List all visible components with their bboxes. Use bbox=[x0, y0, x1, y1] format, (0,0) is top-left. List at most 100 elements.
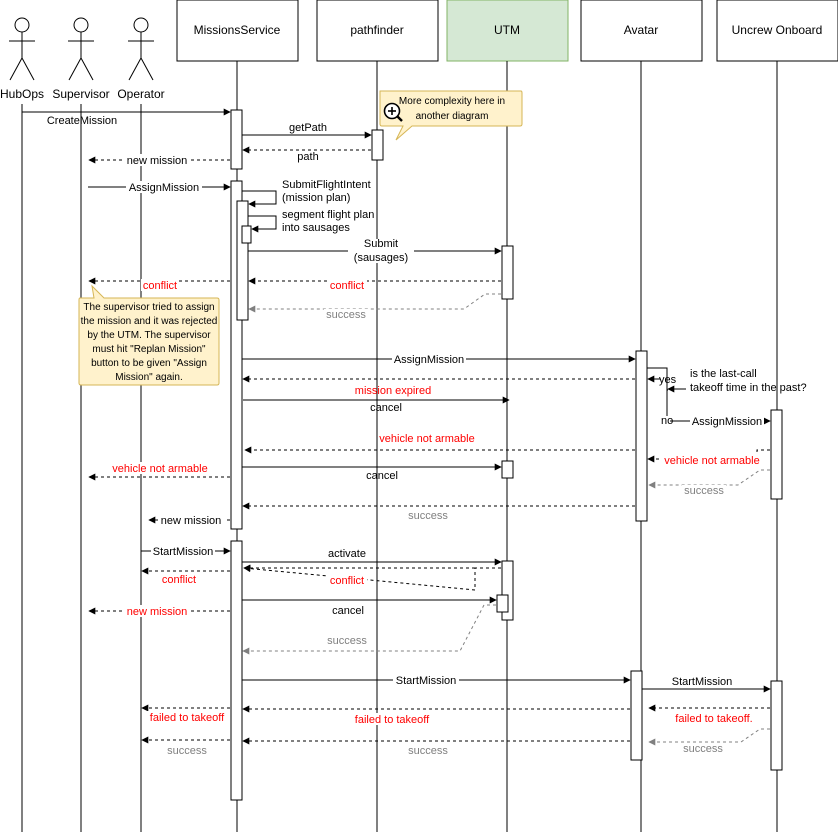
success-label-7: success bbox=[167, 745, 207, 757]
activation-utm-cancel bbox=[501, 460, 514, 479]
msg-new-mission-1: new mission bbox=[88, 154, 230, 167]
msg-success-utm: success bbox=[248, 293, 501, 321]
actor-supervisor: Supervisor bbox=[52, 17, 110, 101]
missions-service-label: MissionsService bbox=[194, 23, 281, 37]
msg-cancel-utm: cancel bbox=[242, 463, 502, 482]
actor-supervisor-label: Supervisor bbox=[52, 87, 109, 101]
msg-submit-flight-intent: SubmitFlightIntent (mission plan) bbox=[242, 179, 371, 208]
utm-label: UTM bbox=[494, 23, 520, 37]
participant-missions-service: MissionsService bbox=[176, 0, 299, 62]
msg-success-operator: success bbox=[141, 736, 230, 757]
actor-hubops: HubOps bbox=[0, 17, 44, 101]
yes-label: yes bbox=[659, 374, 677, 386]
activation-utm-submit bbox=[501, 245, 514, 300]
new-mission-label-1: new mission bbox=[127, 155, 188, 167]
submit-flight-intent-line-1: SubmitFlightIntent bbox=[282, 179, 371, 191]
msg-success-avatar-2: success bbox=[242, 737, 630, 757]
cancel-label-3: cancel bbox=[332, 605, 364, 617]
activation-missions-create bbox=[230, 109, 243, 170]
failed-to-takeoff-label-3: failed to takeoff bbox=[150, 712, 225, 724]
note-supervisor-line-2: the mission and it was rejected bbox=[81, 316, 218, 327]
last-call-line-2: takeoff time in the past? bbox=[690, 382, 807, 394]
vehicle-not-armable-label-2: vehicle not armable bbox=[664, 455, 759, 467]
assign-mission-label-3: AssignMission bbox=[692, 416, 762, 428]
actor-operator-label: Operator bbox=[117, 87, 164, 101]
cancel-label-2: cancel bbox=[366, 470, 398, 482]
start-mission-label-2: StartMission bbox=[396, 675, 457, 687]
cancel-label-1: cancel bbox=[370, 402, 402, 414]
conflict-label-1: conflict bbox=[330, 280, 364, 292]
msg-path: path bbox=[242, 146, 371, 163]
msg-start-mission-onboard: StartMission bbox=[642, 676, 771, 693]
success-label-1: success bbox=[326, 309, 366, 321]
assign-mission-label-2: AssignMission bbox=[394, 354, 464, 366]
note-supervisor-line-3: by the UTM. The supervisor bbox=[87, 330, 211, 341]
msg-new-mission-supervisor: new mission bbox=[88, 605, 230, 618]
msg-conflict-utm: conflict bbox=[248, 277, 501, 292]
msg-vehicle-not-armable-supervisor: vehicle not armable bbox=[88, 462, 230, 481]
msg-mission-expired: mission expired cancel bbox=[243, 385, 510, 414]
note-complexity: More complexity here in another diagram bbox=[379, 90, 523, 141]
msg-start-mission-avatar: StartMission bbox=[242, 674, 631, 687]
avatar-label: Avatar bbox=[624, 23, 658, 37]
conflict-label-4: conflict bbox=[162, 574, 196, 586]
participant-avatar: Avatar bbox=[580, 0, 703, 62]
submit-line-2: (sausages) bbox=[354, 252, 408, 264]
note-supervisor: The supervisor tried to assign the missi… bbox=[78, 284, 220, 386]
segment-flight-plan-line-2: into sausages bbox=[282, 222, 350, 234]
actor-operator: Operator bbox=[117, 17, 165, 101]
activation-pathfinder bbox=[371, 129, 384, 161]
msg-start-mission-operator: StartMission bbox=[141, 545, 231, 558]
path-label: path bbox=[297, 151, 318, 163]
last-call-line-1: is the last-call bbox=[690, 368, 757, 380]
zoom-in-icon[interactable] bbox=[383, 102, 403, 122]
participant-utm: UTM bbox=[446, 0, 569, 62]
activation-utm-cancel-2 bbox=[496, 594, 509, 613]
msg-success-onboard-2: success bbox=[648, 728, 770, 755]
success-label-5: success bbox=[683, 743, 723, 755]
get-path-label: getPath bbox=[289, 122, 327, 134]
success-label-6: success bbox=[408, 745, 448, 757]
submit-flight-intent-line-2: (mission plan) bbox=[282, 192, 350, 204]
new-mission-label-2: new mission bbox=[161, 515, 222, 527]
note-complexity-line-2: another diagram bbox=[416, 111, 489, 122]
activation-onboard-assign bbox=[770, 409, 783, 500]
vehicle-not-armable-label-3: vehicle not armable bbox=[112, 463, 207, 475]
failed-to-takeoff-label-1: failed to takeoff. bbox=[675, 713, 752, 725]
mission-expired-label: mission expired bbox=[355, 385, 431, 397]
msg-conflict-supervisor: conflict bbox=[88, 277, 230, 292]
msg-create-mission: CreateMission bbox=[22, 108, 231, 127]
note-supervisor-line-4: must hit "Replan Mission" bbox=[92, 344, 206, 355]
activation-missions-start bbox=[230, 540, 243, 801]
msg-failed-to-takeoff-avatar: failed to takeoff bbox=[242, 705, 630, 726]
conflict-label-2: conflict bbox=[143, 280, 177, 292]
msg-get-path: getPath bbox=[242, 122, 372, 139]
note-supervisor-line-1: The supervisor tried to assign bbox=[83, 302, 214, 313]
msg-activate: activate bbox=[242, 548, 502, 566]
msg-conflict-operator: conflict bbox=[141, 567, 230, 586]
msg-last-call-question: yes is the last-call takeoff time in the… bbox=[647, 367, 807, 394]
start-mission-label-1: StartMission bbox=[153, 546, 214, 558]
success-label-3: success bbox=[408, 510, 448, 522]
msg-cancel-utm-2: cancel bbox=[242, 596, 497, 617]
create-mission-label: CreateMission bbox=[47, 115, 117, 127]
note-supervisor-line-5: button to be given "Assign bbox=[91, 358, 207, 369]
activate-label: activate bbox=[328, 548, 366, 560]
msg-segment-flight-plan: segment flight plan into sausages bbox=[248, 209, 374, 234]
activation-onboard-start bbox=[770, 680, 783, 771]
msg-failed-to-takeoff-operator: failed to takeoff bbox=[141, 704, 230, 724]
pathfinder-label: pathfinder bbox=[350, 23, 403, 37]
participant-pathfinder: pathfinder bbox=[316, 0, 439, 62]
assign-mission-label-1: AssignMission bbox=[129, 182, 199, 194]
msg-success-onboard: success bbox=[648, 469, 770, 497]
activation-missions-segment bbox=[241, 225, 252, 244]
actor-hubops-label: HubOps bbox=[0, 87, 44, 101]
msg-assign-mission-avatar: AssignMission bbox=[242, 353, 636, 366]
activation-utm-activate bbox=[501, 560, 514, 621]
msg-assign-mission-supervisor: AssignMission bbox=[88, 181, 231, 194]
success-label-2: success bbox=[684, 485, 724, 497]
uncrew-onboard-label: Uncrew Onboard bbox=[732, 23, 823, 37]
conflict-label-3: conflict bbox=[330, 575, 364, 587]
no-label: no bbox=[661, 415, 673, 427]
